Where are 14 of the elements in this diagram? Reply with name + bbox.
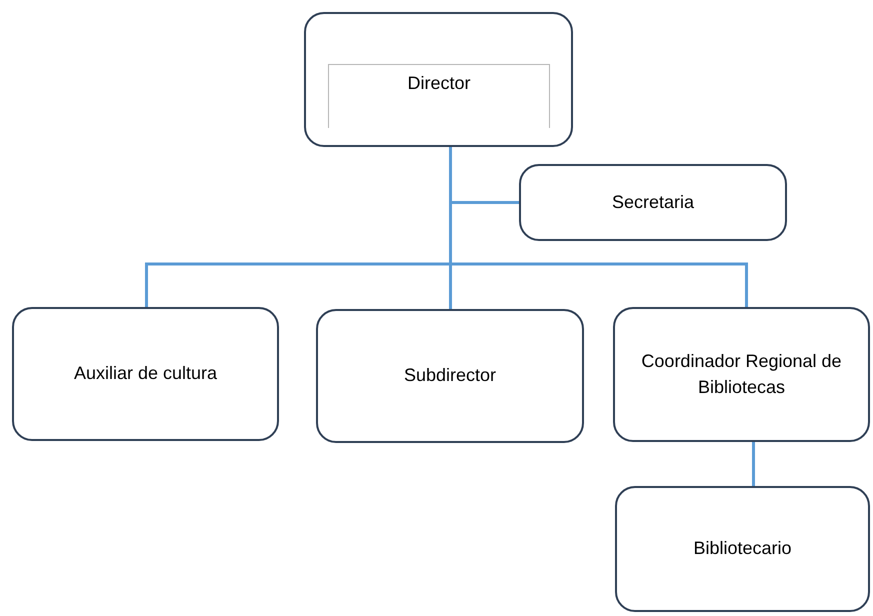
box-label: Coordinador Regional de Bibliotecas xyxy=(640,350,843,398)
box-label: Secretaria xyxy=(610,190,696,214)
director-box xyxy=(304,12,573,147)
org-box xyxy=(615,486,870,612)
connector-line xyxy=(752,442,755,486)
org-box xyxy=(12,307,279,441)
org-box xyxy=(519,164,787,241)
box-label: Bibliotecario xyxy=(692,537,793,560)
org-box xyxy=(316,309,584,443)
org-box xyxy=(613,307,870,442)
box-label: Subdirector xyxy=(402,364,498,388)
box-label: Auxiliar de cultura xyxy=(72,362,218,386)
box-label: Director xyxy=(406,72,472,95)
connector-line xyxy=(449,147,748,307)
